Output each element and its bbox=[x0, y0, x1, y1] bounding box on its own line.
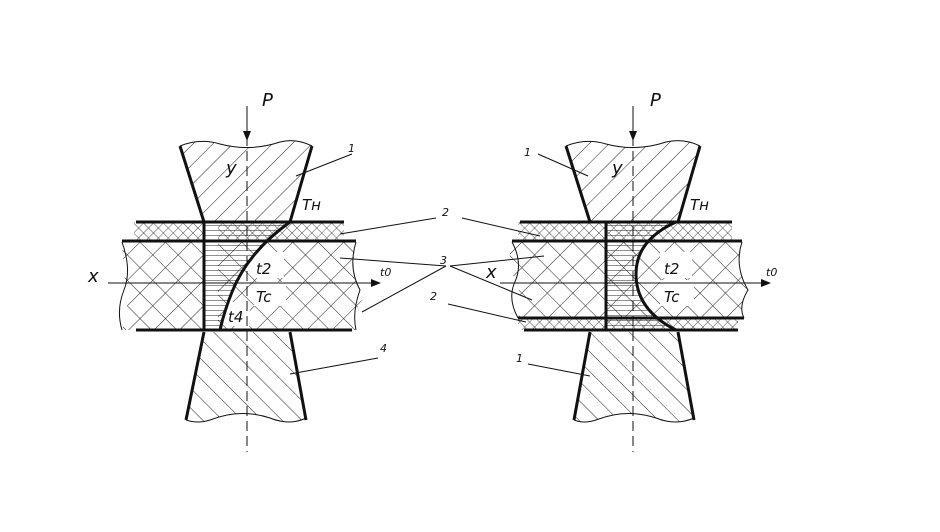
left-bottom-electrode bbox=[186, 332, 306, 422]
right-x-label: x bbox=[485, 262, 497, 283]
center-part-2-bottom-label: 2 bbox=[430, 290, 437, 303]
right-t0-label: t0 bbox=[766, 266, 777, 279]
left-part-4-label: 4 bbox=[380, 342, 387, 355]
right-weld-nugget bbox=[606, 222, 676, 330]
right-t2-label: t2 bbox=[664, 260, 679, 278]
left-weld-nugget bbox=[204, 222, 290, 330]
left-tc-label: Tc bbox=[256, 288, 272, 306]
left-t0-label: t0 bbox=[380, 266, 391, 279]
right-part-1-top-label: 1 bbox=[524, 146, 531, 159]
center-part-3-label: 3 bbox=[440, 254, 447, 267]
left-x-label: x bbox=[87, 266, 99, 287]
left-t2-label: t2 bbox=[256, 260, 271, 278]
right-tc-label: Tc bbox=[664, 288, 680, 306]
right-figure: P y Tн x t2 Tc t0 1 1 bbox=[447, 90, 777, 452]
left-sheet-stack bbox=[122, 242, 362, 330]
center-part-2-top-label: 2 bbox=[442, 206, 449, 219]
left-t4-label: t4 bbox=[228, 308, 243, 326]
right-force-label: P bbox=[650, 90, 661, 111]
left-y-label: y bbox=[225, 158, 237, 179]
left-part-1-label: 1 bbox=[348, 142, 355, 155]
left-force-label: P bbox=[262, 90, 273, 111]
right-tn-label: Tн bbox=[690, 196, 709, 214]
right-bottom-electrode bbox=[574, 332, 694, 422]
left-figure: P y Tн x t2 Tc t4 t0 1 4 bbox=[87, 90, 447, 452]
left-top-electrode bbox=[180, 140, 312, 222]
center-labels: 2 3 2 bbox=[430, 206, 449, 303]
right-part-1-bottom-label: 1 bbox=[516, 352, 523, 365]
right-y-label: y bbox=[611, 158, 623, 179]
left-tn-label: Tн bbox=[302, 196, 321, 214]
